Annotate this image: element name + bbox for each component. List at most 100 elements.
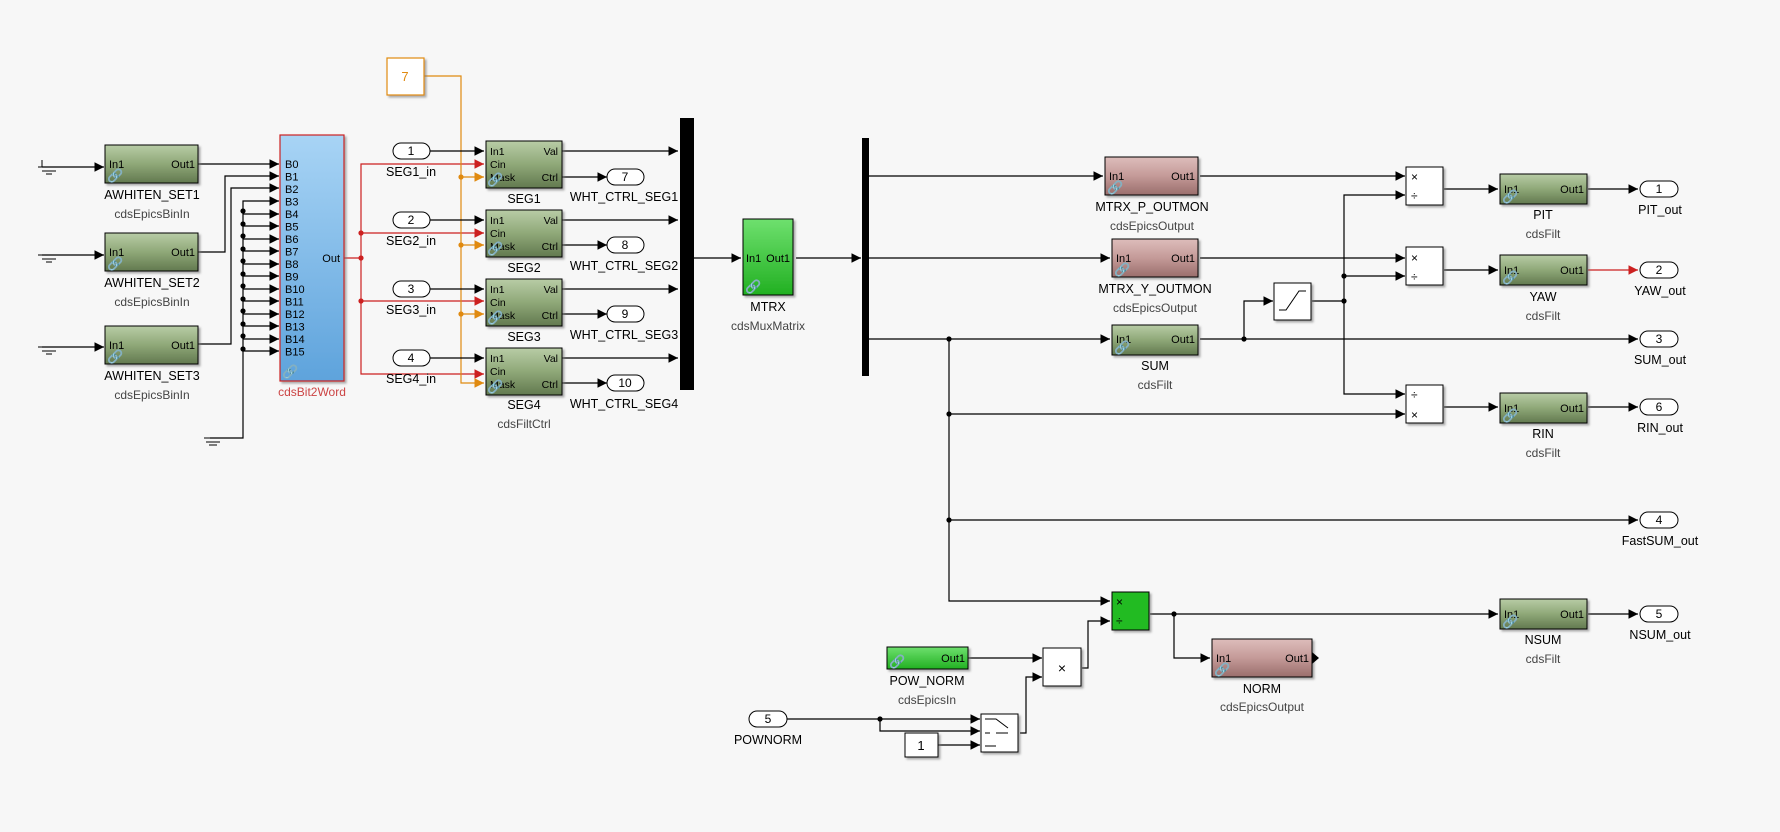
const7-block[interactable]: 7 bbox=[386, 57, 425, 96]
const-value: 1 bbox=[917, 738, 924, 753]
rin-filter-block[interactable]: In1 Out1 🔗 RIN cdsFilt bbox=[1499, 392, 1588, 460]
link-icon: 🔗 bbox=[1107, 179, 1123, 196]
seg2-inport[interactable]: 2 SEG2_in bbox=[386, 211, 436, 248]
wht-ctrl-seg4-outport[interactable]: 10 WHT_CTRL_SEG4 bbox=[570, 374, 678, 411]
fastsum-out-outport[interactable]: 4 FastSUM_out bbox=[1622, 511, 1699, 548]
block-name: AWHITEN_SET2 bbox=[104, 276, 199, 290]
port-out1: Out1 bbox=[171, 340, 195, 352]
block-name: SEG1 bbox=[507, 192, 540, 206]
block-name: PIT bbox=[1533, 208, 1553, 222]
wht-ctrl-seg1-outport[interactable]: 7 WHT_CTRL_SEG1 bbox=[570, 168, 678, 204]
ground-4-icon[interactable] bbox=[204, 437, 222, 446]
block-name: AWHITEN_SET1 bbox=[104, 188, 199, 202]
sum-block[interactable]: In1 Out1 🔗 SUM cdsFilt bbox=[1111, 324, 1199, 392]
seg4-block[interactable]: In1 Cin Mask Val Ctrl 🔗 SEG4 cdsFiltCtrl bbox=[485, 347, 563, 431]
port-val: Val bbox=[544, 353, 558, 365]
ground-1-icon[interactable] bbox=[38, 160, 60, 175]
port-in1: In1 bbox=[1504, 609, 1519, 621]
port-out1: Out1 bbox=[171, 247, 195, 259]
port-cin: Cin bbox=[490, 228, 506, 240]
sum-out-outport[interactable]: 3 SUM_out bbox=[1634, 330, 1687, 367]
block-lib: cdsEpicsBinIn bbox=[114, 295, 189, 309]
ground-2-icon[interactable] bbox=[38, 254, 60, 263]
port-in1: In1 bbox=[1504, 184, 1519, 196]
nsum-filter-block[interactable]: In1 Out1 🔗 NSUM cdsFilt bbox=[1499, 598, 1588, 666]
awhiten-set2-block[interactable]: In1 Out1 🔗 AWHITEN_SET2 cdsEpicsBinIn bbox=[104, 232, 200, 309]
port-out1: Out1 bbox=[1560, 609, 1584, 621]
port-label: WHT_CTRL_SEG3 bbox=[570, 328, 678, 342]
link-icon: 🔗 bbox=[1214, 661, 1230, 678]
rin-out-outport[interactable]: 6 RIN_out bbox=[1637, 398, 1683, 435]
norm-divide-block[interactable]: × ÷ bbox=[1111, 591, 1150, 631]
pit-out-outport[interactable]: 1 PIT_out bbox=[1638, 180, 1682, 217]
product-sign: × bbox=[1411, 170, 1418, 184]
yaw-product-block[interactable]: × ÷ bbox=[1405, 246, 1444, 286]
switch-block[interactable] bbox=[980, 713, 1019, 753]
bit2word-input-b12: B12 bbox=[285, 309, 305, 321]
saturation-icon bbox=[1279, 290, 1306, 311]
port-ctrl: Ctrl bbox=[542, 172, 558, 184]
pit-filter-block[interactable]: In1 Out1 🔗 PIT cdsFilt bbox=[1499, 173, 1588, 241]
pit-product-block[interactable]: × ÷ bbox=[1405, 166, 1444, 206]
block-lib: cdsFiltCtrl bbox=[497, 417, 550, 431]
wires bbox=[42, 75, 1638, 750]
mux-bar[interactable] bbox=[680, 118, 694, 390]
seg3-inport[interactable]: 3 SEG3_in bbox=[386, 280, 436, 317]
bit2word-input-b13: B13 bbox=[285, 322, 305, 334]
pownorm-inport[interactable]: 5 POWNORM bbox=[734, 710, 802, 747]
const1-block[interactable]: 1 bbox=[904, 732, 939, 758]
block-lib: cdsEpicsOutput bbox=[1110, 219, 1195, 233]
port-in1: In1 bbox=[1116, 334, 1131, 346]
demux-bar[interactable] bbox=[862, 138, 869, 376]
block-lib: cdsFilt bbox=[1526, 446, 1561, 460]
product-sign: × bbox=[1411, 251, 1418, 265]
norm-block[interactable]: In1 Out1 🔗 NORM cdsEpicsOutput bbox=[1211, 638, 1319, 714]
port-mask: Mask bbox=[490, 241, 516, 253]
bit2word-input-b2: B2 bbox=[285, 184, 298, 196]
link-icon: 🔗 bbox=[487, 309, 503, 326]
link-icon: 🔗 bbox=[107, 167, 123, 184]
block-name: MTRX bbox=[750, 300, 786, 314]
bit2word-input-b9: B9 bbox=[285, 272, 298, 284]
port-in1: In1 bbox=[490, 284, 505, 296]
port-cin: Cin bbox=[490, 159, 506, 171]
nsum-out-outport[interactable]: 5 NSUM_out bbox=[1629, 605, 1691, 642]
seg1-block[interactable]: In1 Cin Mask Val Ctrl 🔗 SEG1 cdsFiltCtrl bbox=[485, 140, 563, 224]
mtrx-p-outmon-block[interactable]: In1 Out1 🔗 MTRX_P_OUTMON cdsEpicsOutput bbox=[1095, 156, 1209, 233]
mtrx-block[interactable]: In1 Out1 🔗 MTRX cdsMuxMatrix bbox=[731, 218, 805, 333]
port-label: SEG2_in bbox=[386, 234, 436, 248]
seg4-inport[interactable]: 4 SEG4_in bbox=[386, 349, 436, 386]
wht-ctrl-seg3-outport[interactable]: 9 WHT_CTRL_SEG3 bbox=[570, 305, 678, 342]
product-sign: × bbox=[1116, 595, 1123, 609]
port-out1: Out1 bbox=[1171, 253, 1195, 265]
product-sign: ÷ bbox=[1116, 614, 1123, 628]
wht-ctrl-seg2-outport[interactable]: 8 WHT_CTRL_SEG2 bbox=[570, 236, 678, 273]
link-icon: 🔗 bbox=[1502, 269, 1518, 286]
port-out1: Out1 bbox=[1285, 653, 1309, 665]
link-icon: 🔗 bbox=[1114, 261, 1130, 278]
port-out1: Out1 bbox=[1171, 334, 1195, 346]
port-label: PIT_out bbox=[1638, 203, 1682, 217]
mtrx-y-outmon-block[interactable]: In1 Out1 🔗 MTRX_Y_OUTMON cdsEpicsOutput bbox=[1098, 238, 1212, 315]
port-label: SUM_out bbox=[1634, 353, 1687, 367]
link-icon: 🔗 bbox=[487, 240, 503, 257]
saturation-block[interactable] bbox=[1273, 282, 1312, 321]
port-out1: Out1 bbox=[1171, 171, 1195, 183]
yaw-filter-block[interactable]: In1 Out1 🔗 YAW cdsFilt bbox=[1499, 254, 1588, 323]
awhiten-set3-block[interactable]: In1 Out1 🔗 AWHITEN_SET3 cdsEpicsBinIn bbox=[104, 325, 200, 402]
seg1-inport[interactable]: 1 SEG1_in bbox=[386, 142, 436, 179]
port-label: SEG4_in bbox=[386, 372, 436, 386]
junction-dots bbox=[240, 174, 1347, 722]
block-lib: cdsEpicsOutput bbox=[1113, 301, 1198, 315]
port-in1: In1 bbox=[109, 159, 124, 171]
port-in1: In1 bbox=[1109, 171, 1124, 183]
block-name: SEG3 bbox=[507, 330, 540, 344]
pow-norm-block[interactable]: Out1 🔗 POW_NORM cdsEpicsIn bbox=[886, 646, 969, 707]
ground-3-icon[interactable] bbox=[38, 346, 60, 355]
yaw-out-outport[interactable]: 2 YAW_out bbox=[1634, 261, 1686, 298]
awhiten-set1-block[interactable]: In1 Out1 🔗 AWHITEN_SET1 cdsEpicsBinIn bbox=[104, 144, 200, 221]
rin-product-block[interactable]: ÷ × bbox=[1405, 384, 1444, 424]
multiply-block[interactable]: × bbox=[1042, 647, 1082, 687]
